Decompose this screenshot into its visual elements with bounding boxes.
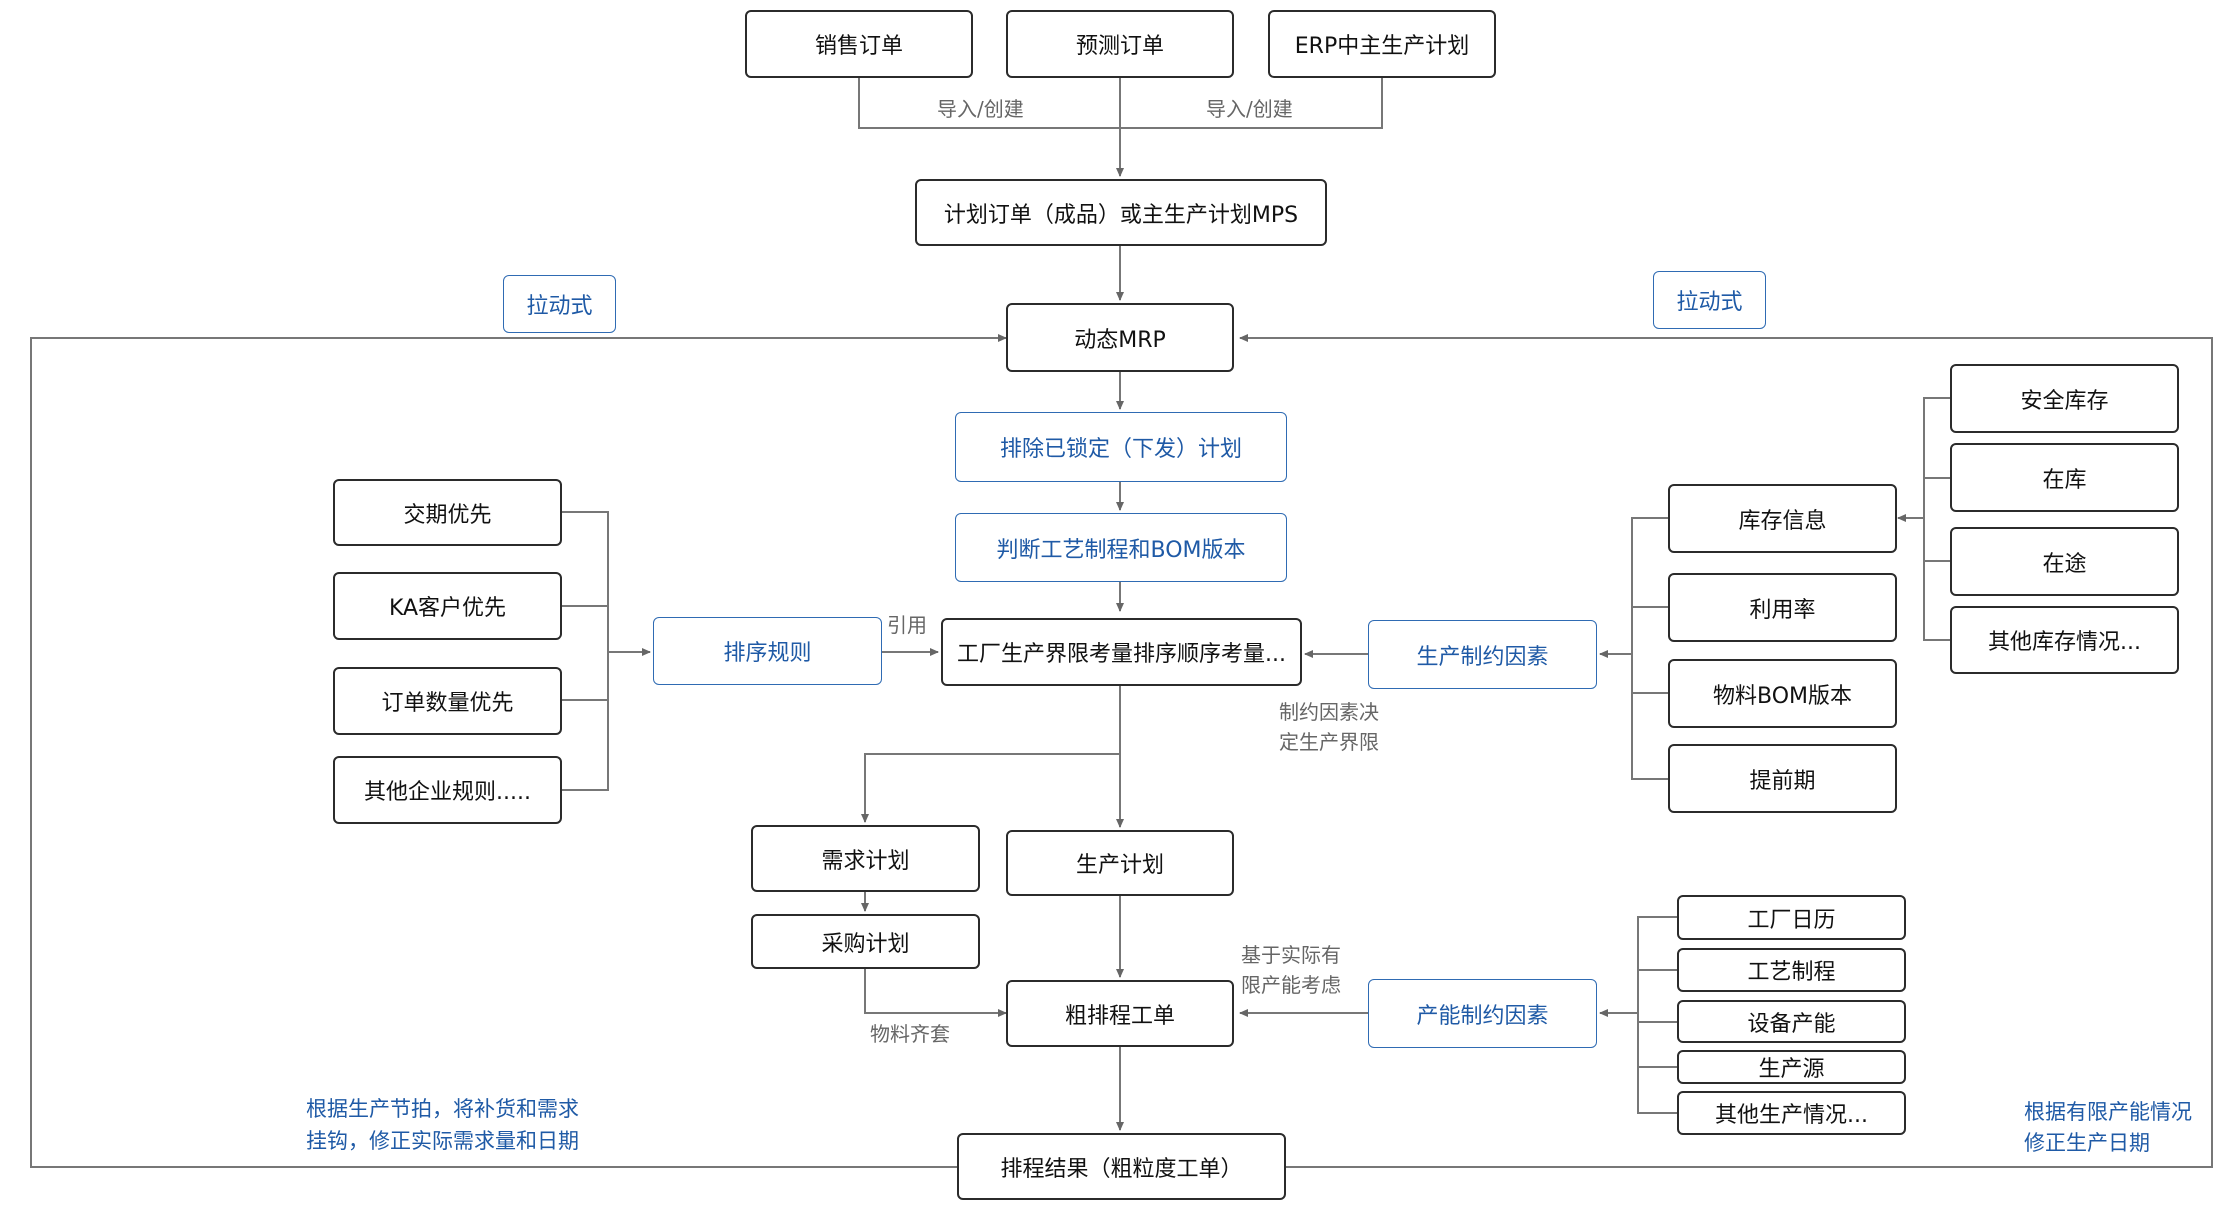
ka-first-box: KA客户优先 bbox=[333, 572, 562, 640]
equipment-capacity-box: 设备产能 bbox=[1677, 1000, 1906, 1043]
capacity-note-line2: 限产能考虑 bbox=[1241, 973, 1341, 997]
production-plan-box: 生产计划 bbox=[1006, 830, 1234, 896]
connector-purchase-to-rough bbox=[864, 969, 1007, 1017]
connector-inventory-bracket bbox=[1923, 397, 1950, 641]
right-note-line1: 根据有限产能情况 bbox=[2024, 1100, 2192, 1124]
dynamic-mrp-box: 动态MRP bbox=[1006, 303, 1234, 372]
result-box: 排程结果（粗粒度工单） bbox=[957, 1133, 1286, 1200]
in-stock-box: 在库 bbox=[1950, 443, 2179, 512]
capacity-constraints-box: 产能制约因素 bbox=[1368, 979, 1597, 1048]
utilization-box: 利用率 bbox=[1668, 573, 1897, 642]
pull-left-tag: 拉动式 bbox=[503, 275, 616, 333]
reference-label: 引用 bbox=[887, 613, 927, 637]
rough-order-box: 粗排程工单 bbox=[1006, 980, 1234, 1047]
import-left-label: 导入/创建 bbox=[937, 97, 1024, 121]
inventory-info-box: 库存信息 bbox=[1668, 484, 1897, 553]
delivery-first-box: 交期优先 bbox=[333, 479, 562, 546]
connector-erp-to-plan bbox=[1120, 78, 1383, 129]
right-note-line2: 修正生产日期 bbox=[2024, 1131, 2150, 1155]
left-note-line1: 根据生产节拍，将补货和需求 bbox=[306, 1097, 579, 1121]
erp-mps-box: ERP中主生产计划 bbox=[1268, 10, 1496, 78]
production-constraints-box: 生产制约因素 bbox=[1368, 620, 1597, 689]
purchase-plan-box: 采购计划 bbox=[751, 914, 980, 969]
in-transit-box: 在途 bbox=[1950, 527, 2179, 596]
connector-constraints-bracket bbox=[1631, 517, 1668, 780]
material-kit-label: 物料齐套 bbox=[870, 1022, 950, 1046]
other-rules-box: 其他企业规则..... bbox=[333, 756, 562, 824]
safety-stock-box: 安全库存 bbox=[1950, 364, 2179, 433]
forecast-order-box: 预测订单 bbox=[1006, 10, 1234, 78]
exclude-locked-box: 排除已锁定（下发）计划 bbox=[955, 412, 1287, 482]
factory-calendar-box: 工厂日历 bbox=[1677, 895, 1906, 940]
constraint-note-line1: 制约因素决 bbox=[1279, 700, 1379, 724]
capacity-note-line1: 基于实际有 bbox=[1241, 943, 1341, 967]
sales-order-box: 销售订单 bbox=[745, 10, 973, 78]
pull-right-tag: 拉动式 bbox=[1653, 271, 1766, 329]
other-inventory-box: 其他库存情况... bbox=[1950, 606, 2179, 674]
process-route-box: 工艺制程 bbox=[1677, 948, 1906, 992]
connector-rules-bracket bbox=[562, 511, 609, 791]
factory-limit-box: 工厂生产界限考量排序顺序考量... bbox=[941, 618, 1302, 686]
connector-sales-to-plan bbox=[858, 78, 1120, 129]
import-right-label: 导入/创建 bbox=[1206, 97, 1293, 121]
feedback-loop-right bbox=[1239, 334, 2213, 1168]
production-source-box: 生产源 bbox=[1677, 1050, 1906, 1084]
sort-rules-box: 排序规则 bbox=[653, 617, 882, 685]
feedback-loop-left bbox=[30, 334, 1007, 1168]
other-production-box: 其他生产情况... bbox=[1677, 1091, 1906, 1135]
plan-order-box: 计划订单（成品）或主生产计划MPS bbox=[915, 179, 1327, 246]
connector-capacity-bracket bbox=[1637, 916, 1677, 1114]
connector-to-demand bbox=[861, 753, 1120, 823]
constraint-note-line2: 定生产界限 bbox=[1279, 730, 1379, 754]
lead-time-box: 提前期 bbox=[1668, 744, 1897, 813]
left-note-line2: 挂钩，修正实际需求量和日期 bbox=[306, 1129, 579, 1153]
bom-version-box: 物料BOM版本 bbox=[1668, 659, 1897, 728]
quantity-first-box: 订单数量优先 bbox=[333, 667, 562, 735]
demand-plan-box: 需求计划 bbox=[751, 825, 980, 892]
judge-process-box: 判断工艺制程和BOM版本 bbox=[955, 513, 1287, 582]
